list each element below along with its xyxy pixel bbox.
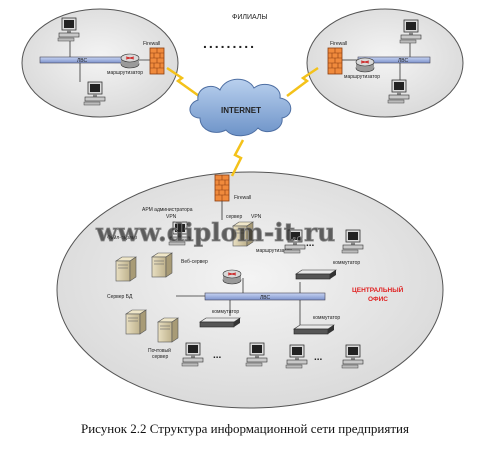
db-server-icon [125, 309, 147, 335]
file-server-icon [115, 256, 137, 282]
link-right-lightning [286, 66, 319, 97]
web-server-icon [151, 252, 173, 278]
admin-label-line2: VPN [166, 214, 177, 220]
central-office-label-line2: ОФИС [368, 296, 388, 303]
central-firewall-icon [214, 174, 230, 202]
web-server-label: Веб-сервер [181, 259, 208, 265]
admin-label-line1: АРМ администратора [142, 207, 193, 213]
switch-lower-left-icon [199, 317, 241, 328]
branch-right-firewall-icon [327, 47, 343, 75]
server-vpn-label-line1: сервер [226, 214, 242, 220]
branch-left-lan-label: ЛВС [77, 58, 87, 64]
link-center-lightning [230, 139, 245, 177]
internet-label: INTERNET [221, 106, 261, 115]
branch-right-router-label: маршрутизатор [344, 74, 380, 80]
switch-lower-left-label: коммутатор [212, 309, 239, 315]
server-vpn-label-line2: VPN [251, 214, 262, 220]
central-lan-label: ЛВС [260, 295, 270, 301]
switch-upper-label: коммутатор [333, 260, 360, 266]
branch-right-lan-label: ЛВС [398, 58, 408, 64]
branch-left-router-label: маршрутизатор [107, 70, 143, 76]
switch-upper-icon [295, 269, 337, 280]
mail-server-label-line2: сервер [152, 354, 168, 360]
branches-dots: ......... [203, 35, 256, 51]
central-office-label-line1: ЦЕНТРАЛЬНЫЙ [352, 285, 404, 294]
branch-left-firewall-icon [149, 47, 165, 75]
branch-right-router-icon [355, 57, 375, 73]
lower-right-dots: ... [314, 352, 323, 363]
figure-caption: Рисунок 2.2 Структура информационной сет… [80, 421, 409, 436]
file-server-label: Файл-сервер [107, 234, 137, 241]
branch-right-firewall-label: Firewall [330, 41, 347, 47]
upper-dots: ... [306, 238, 315, 249]
internet-cloud-icon [189, 78, 292, 137]
watermark: www.diplom-it.ru [95, 218, 335, 247]
mail-server-label-line1: Почтовый [148, 347, 171, 354]
central-firewall-label: Firewall [234, 195, 251, 201]
central-lan-bar [204, 292, 326, 301]
switch-lower-right-label: коммутатор [313, 315, 340, 321]
link-left-lightning [166, 66, 200, 98]
switch-lower-right-icon [293, 324, 335, 335]
central-router-label: маршрутизатор [256, 248, 292, 254]
lower-left-dots: ... [213, 350, 222, 361]
central-router-icon [222, 269, 242, 285]
db-server-label: Сервер БД [107, 294, 133, 300]
branches-label: ФИЛИАЛЫ [232, 14, 268, 21]
branch-left-router-icon [120, 53, 140, 69]
branch-left-firewall-label: Firewall [143, 41, 160, 47]
mail-server-icon [157, 317, 179, 343]
